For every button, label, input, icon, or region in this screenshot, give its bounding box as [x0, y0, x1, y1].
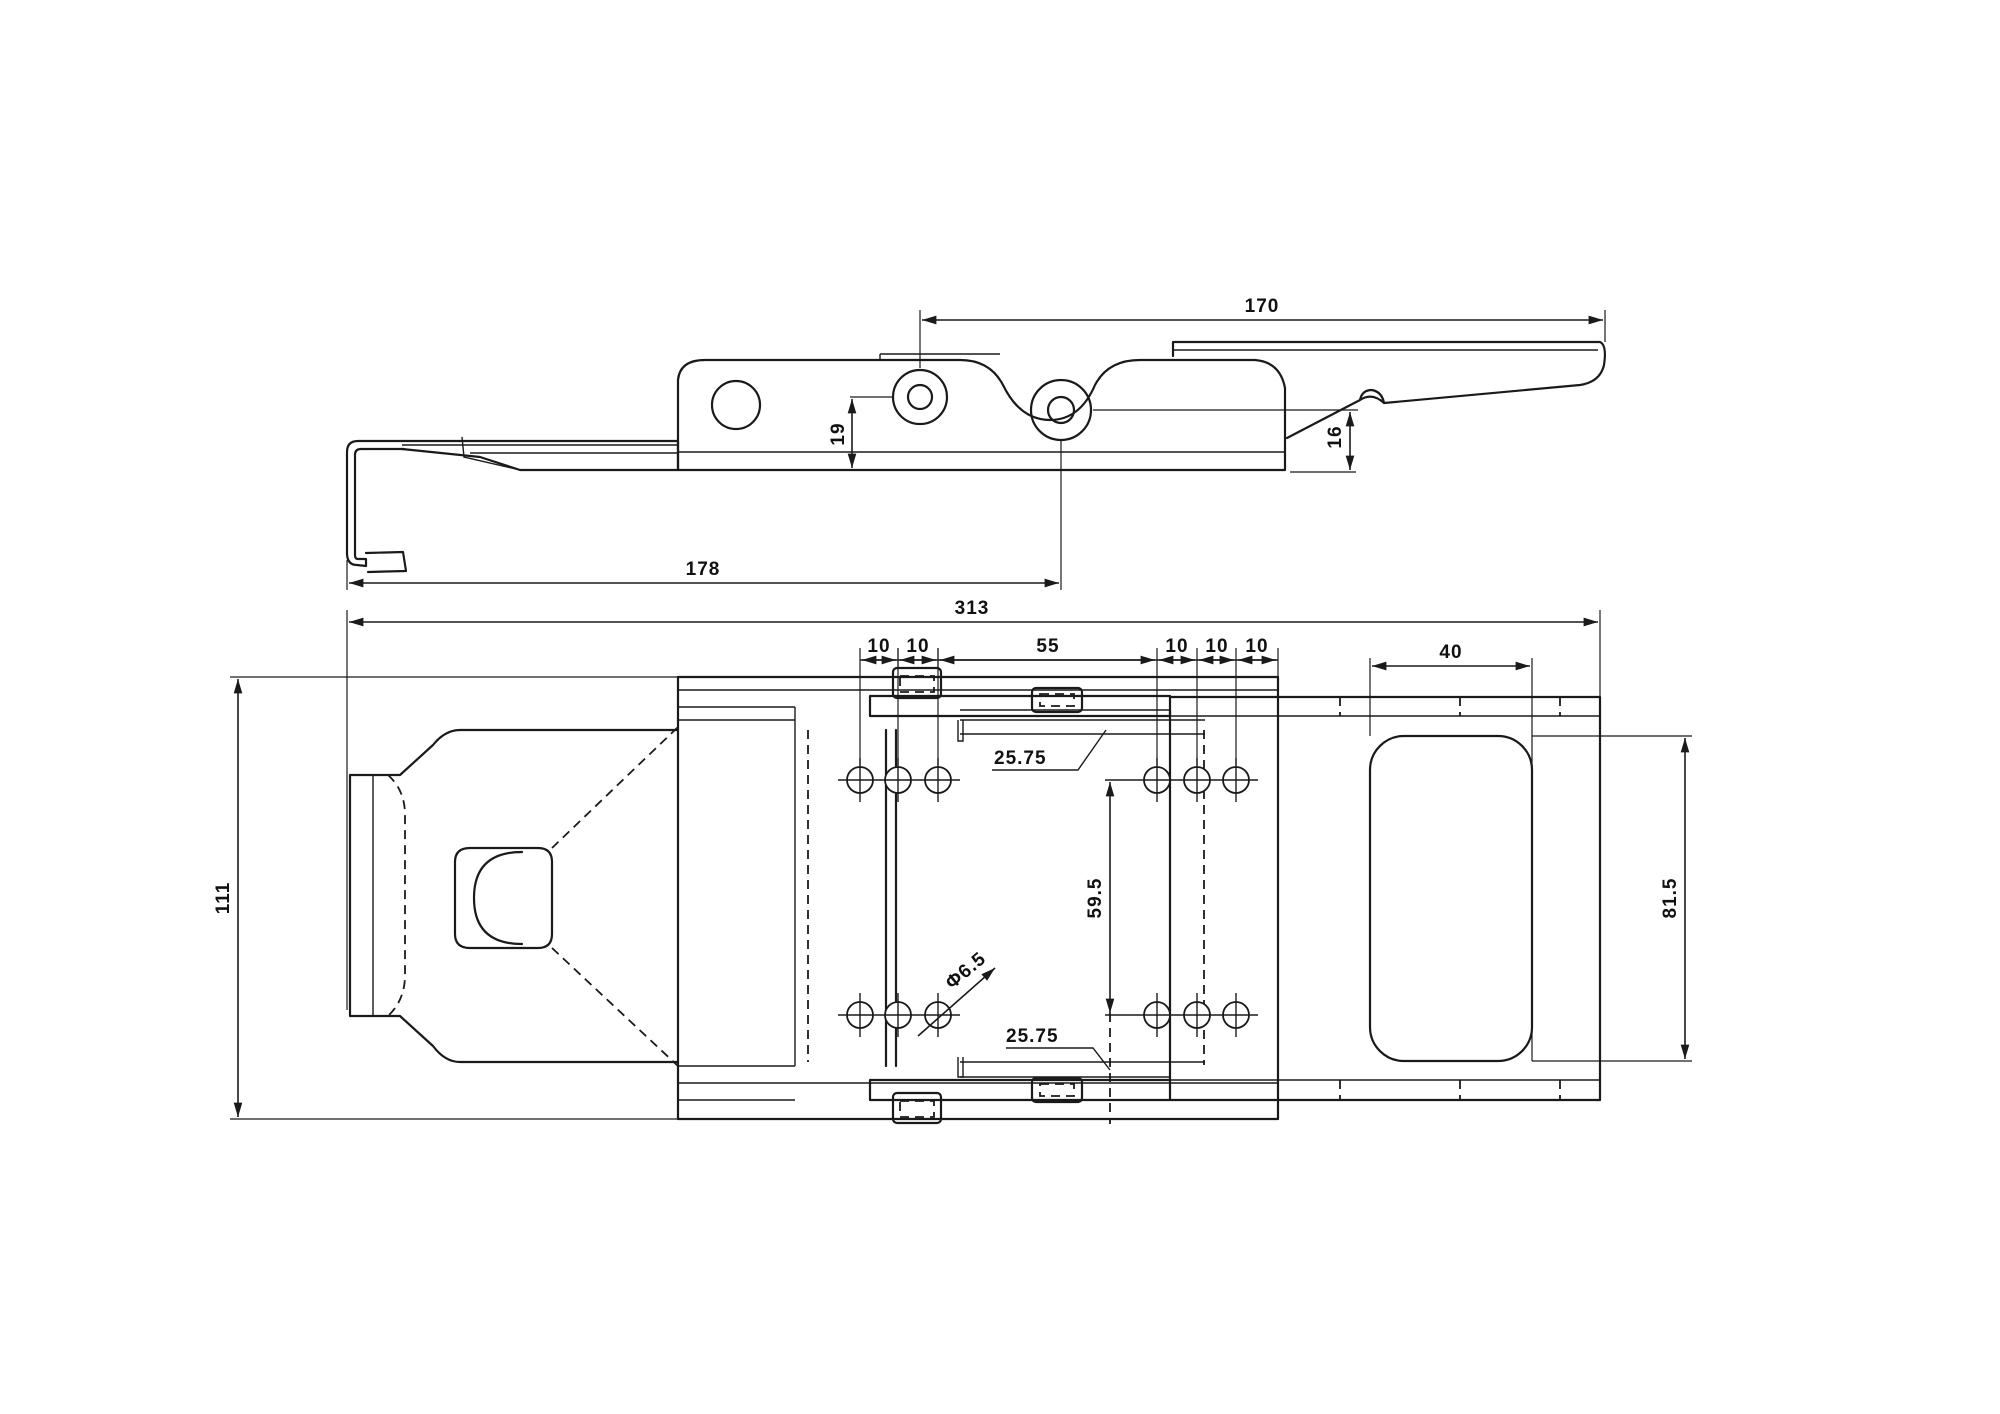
rail-rivet-bottom-center [1030, 1076, 1084, 1104]
pivot-outer [891, 368, 949, 426]
hook-bar [400, 439, 680, 472]
dim-hole-spacing-2: 10 [906, 636, 929, 657]
pivot-inner [906, 383, 934, 411]
rail-rivet-top-left [891, 666, 943, 700]
hook-tip [364, 550, 408, 574]
top-view-dimensions: 313 10 10 55 10 10 10 40 25.75 25.7 [213, 598, 1692, 1124]
dim-slot-width: 40 [1439, 642, 1462, 663]
dim-pivot-height: 19 [828, 422, 849, 445]
top-view [348, 666, 1602, 1125]
dim-lever-height: 16 [1325, 425, 1346, 448]
latch-body [676, 358, 1287, 472]
dim-hole-row-spacing: 59.5 [1085, 878, 1106, 919]
hole-row-top [838, 758, 1258, 802]
dim-handle-length: 170 [1245, 296, 1280, 317]
lever-strap [1168, 695, 1602, 1102]
hole-row-bottom [838, 993, 1258, 1037]
dim-overall-width: 111 [213, 882, 234, 915]
dim-slot-length: 81.5 [1660, 878, 1681, 919]
dim-center-gap: 55 [1036, 636, 1059, 657]
rail-rivet-top-center [1030, 686, 1084, 714]
lever-pivot-inner [1046, 395, 1076, 425]
hook-plate [348, 728, 680, 1064]
bracket-plate [676, 675, 1280, 1121]
dim-hook-to-pivot: 178 [686, 559, 721, 580]
handle-slot [1368, 734, 1534, 1063]
side-view-dimensions: 170 19 16 178 [346, 296, 1606, 590]
grip-notch [453, 846, 554, 950]
dim-hole-spacing-1: 10 [867, 636, 890, 657]
hook-shape [345, 439, 406, 568]
dim-offset-top: 25.75 [994, 748, 1047, 769]
handle-lever [1171, 340, 1606, 440]
dim-hole-spacing-4: 10 [1205, 636, 1228, 657]
dim-hole-diameter: Φ6.5 [942, 948, 991, 994]
dim-hole-spacing-3: 10 [1165, 636, 1188, 657]
rail-rivet-bottom-left [891, 1091, 943, 1125]
dim-hole-spacing-5: 10 [1245, 636, 1268, 657]
lever-pivot-outer [1029, 378, 1093, 442]
dim-overall-length: 313 [955, 598, 990, 619]
side-view [345, 340, 1606, 574]
side-hole-left [710, 379, 762, 431]
dim-offset-bottom: 25.75 [1006, 1026, 1059, 1047]
